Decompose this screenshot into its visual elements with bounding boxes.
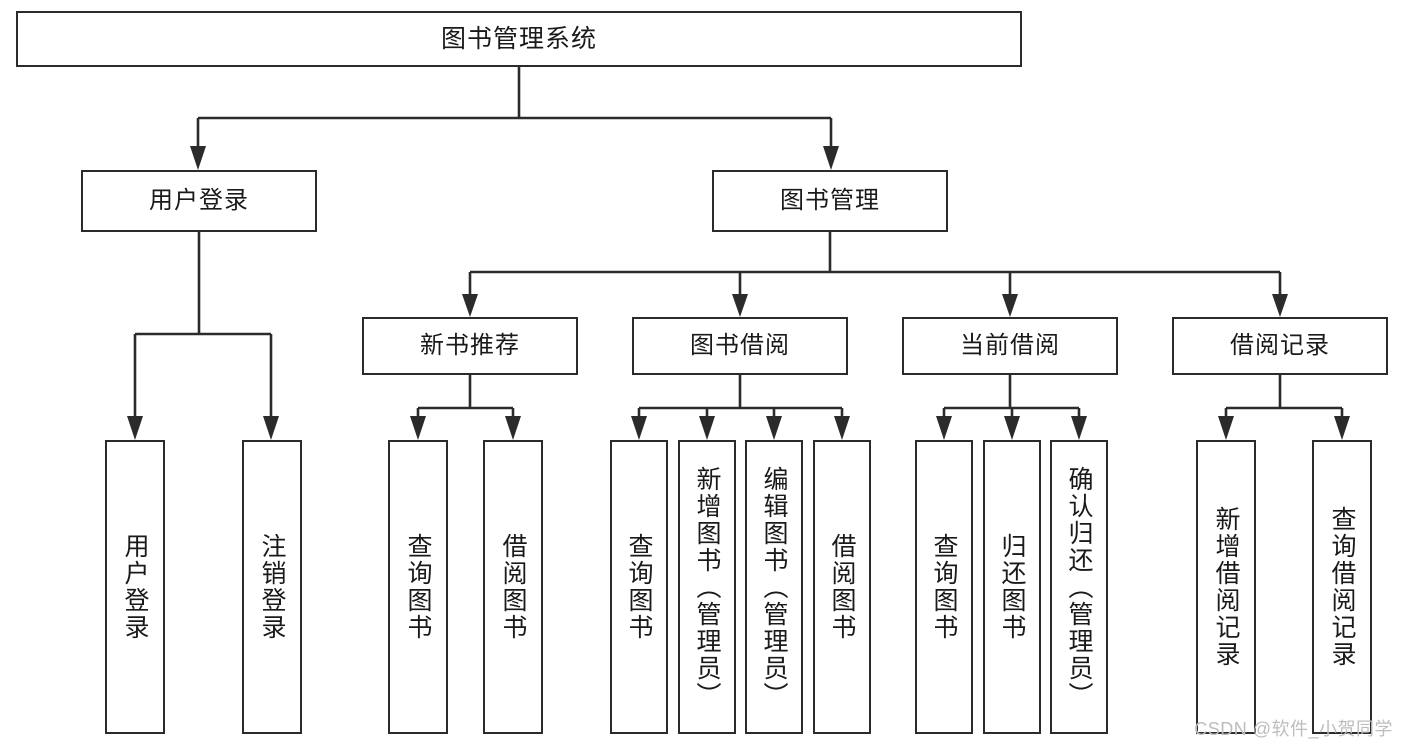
node-label: 用户登录 xyxy=(121,533,149,641)
node-book-borrow[interactable]: 图书借阅 xyxy=(632,317,848,375)
leaf-borrow-record-add[interactable]: 新增借阅记录 xyxy=(1196,440,1256,734)
node-label: 编辑图书（管理员） xyxy=(760,465,788,709)
node-label: 借阅图书 xyxy=(828,533,856,641)
node-label: 借阅记录 xyxy=(1230,332,1330,359)
node-label: 查询图书 xyxy=(625,533,653,641)
node-label: 新增图书（管理员） xyxy=(693,465,721,709)
node-label: 查询图书 xyxy=(404,533,432,641)
node-new-book-recommend[interactable]: 新书推荐 xyxy=(362,317,578,375)
node-label: 图书借阅 xyxy=(690,332,790,359)
node-root-book-management-system[interactable]: 图书管理系统 xyxy=(16,11,1022,67)
node-label: 图书管理 xyxy=(780,187,880,214)
leaf-new-book-query[interactable]: 查询图书 xyxy=(388,440,448,734)
node-current-borrow[interactable]: 当前借阅 xyxy=(902,317,1118,375)
node-label: 查询图书 xyxy=(930,533,958,641)
leaf-borrow-record-query[interactable]: 查询借阅记录 xyxy=(1312,440,1372,734)
leaf-current-borrow-confirm-return[interactable]: 确认归还（管理员） xyxy=(1050,440,1108,734)
node-label: 查询借阅记录 xyxy=(1328,506,1356,668)
node-user-login[interactable]: 用户登录 xyxy=(81,170,317,232)
leaf-current-borrow-query[interactable]: 查询图书 xyxy=(915,440,973,734)
leaf-current-borrow-return[interactable]: 归还图书 xyxy=(983,440,1041,734)
node-label: 注销登录 xyxy=(258,533,286,641)
node-borrow-record[interactable]: 借阅记录 xyxy=(1172,317,1388,375)
node-label: 当前借阅 xyxy=(960,332,1060,359)
node-label: 用户登录 xyxy=(149,187,249,214)
watermark: CSDN @软件_小贺同学 xyxy=(1194,719,1393,739)
node-book-management[interactable]: 图书管理 xyxy=(712,170,948,232)
leaf-new-book-borrow[interactable]: 借阅图书 xyxy=(483,440,543,734)
leaf-book-borrow-add[interactable]: 新增图书（管理员） xyxy=(678,440,736,734)
leaf-book-borrow-edit[interactable]: 编辑图书（管理员） xyxy=(745,440,803,734)
node-label: 借阅图书 xyxy=(499,533,527,641)
node-label: 图书管理系统 xyxy=(440,24,597,53)
node-label: 归还图书 xyxy=(998,533,1026,641)
leaf-book-borrow-query[interactable]: 查询图书 xyxy=(610,440,668,734)
node-label: 新增借阅记录 xyxy=(1212,506,1240,668)
leaf-user-login-login[interactable]: 用户登录 xyxy=(105,440,165,734)
node-label: 确认归还（管理员） xyxy=(1065,465,1093,709)
leaf-book-borrow-borrow[interactable]: 借阅图书 xyxy=(813,440,871,734)
node-label: 新书推荐 xyxy=(420,332,520,359)
leaf-user-login-logout[interactable]: 注销登录 xyxy=(242,440,302,734)
